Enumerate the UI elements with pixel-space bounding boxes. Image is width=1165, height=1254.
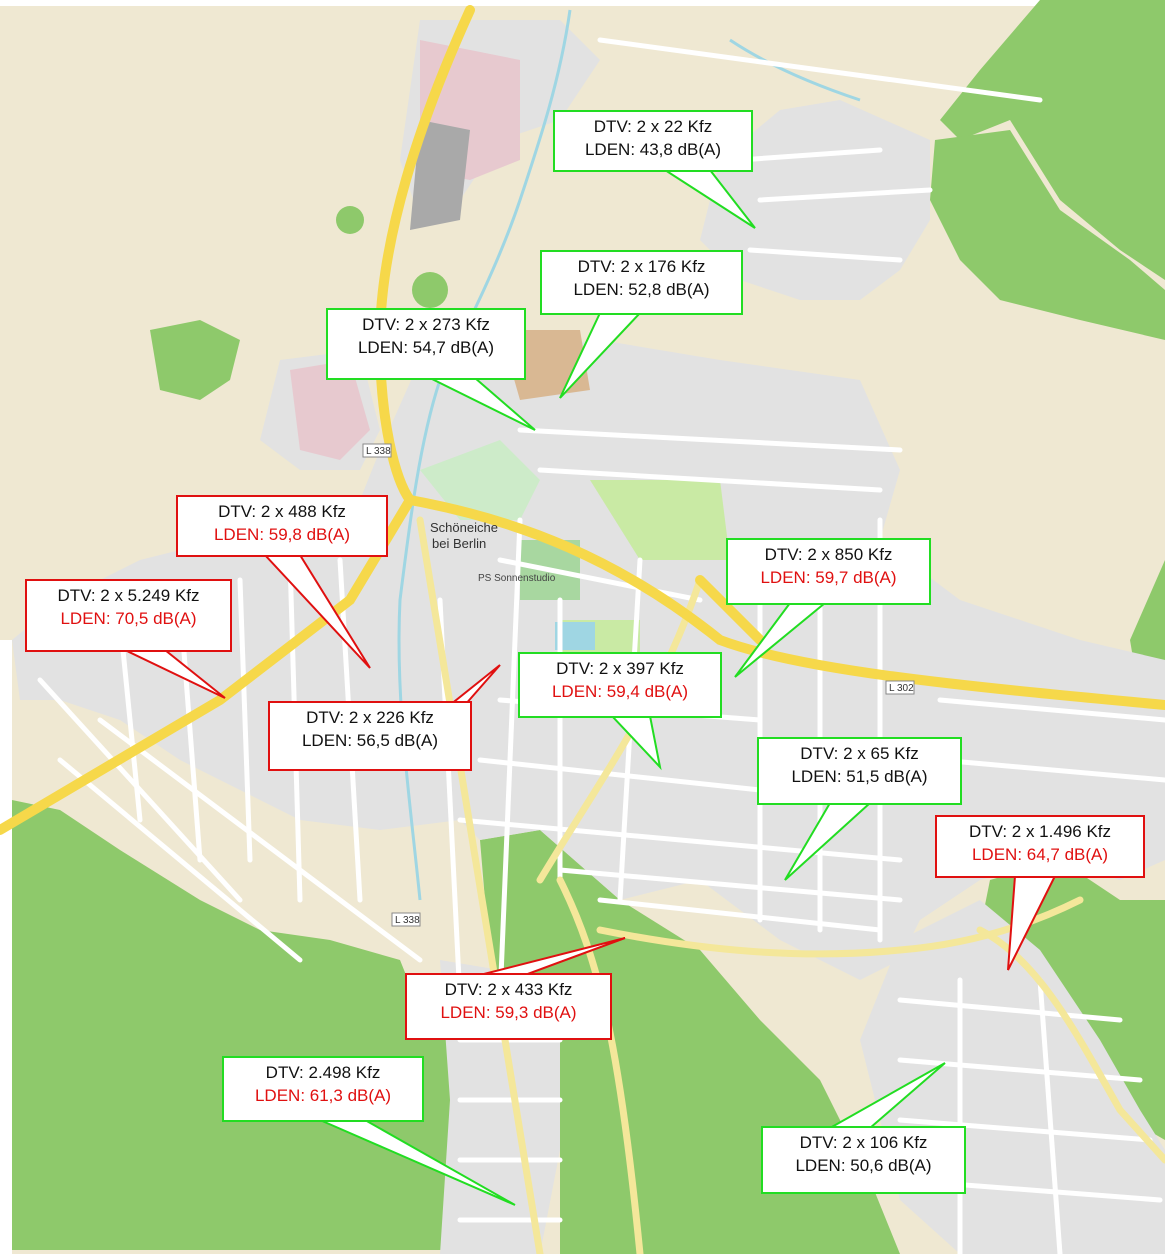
callout-c7: DTV: 2 x 397 Kfz LDEN: 59,4 dB(A) xyxy=(518,652,722,718)
white-margin-top xyxy=(0,0,1165,6)
callout-c8: DTV: 2 x 226 Kfz LDEN: 56,5 dB(A) xyxy=(268,701,472,771)
park-areas xyxy=(336,206,730,660)
road-ref-1: L 338 xyxy=(366,446,391,457)
callout-c11: DTV: 2 x 433 Kfz LDEN: 59,3 dB(A) xyxy=(405,973,612,1040)
dtv-label: DTV: 2 x 273 Kfz xyxy=(362,315,490,334)
place-label-line1: Schöneiche xyxy=(430,520,498,535)
lden-label: LDEN: 52,8 dB(A) xyxy=(573,280,710,299)
lden-label: LDEN: 51,5 dB(A) xyxy=(791,767,928,786)
lden-label: LDEN: 59,4 dB(A) xyxy=(551,682,689,701)
map-labels: Schöneiche bei Berlin PS Sonnenstudio L … xyxy=(362,443,915,927)
callout-c5: DTV: 2 x 850 Kfz LDEN: 59,7 dB(A) xyxy=(726,538,931,605)
lden-label: LDEN: 54,7 dB(A) xyxy=(357,338,495,357)
callout-c6: DTV: 2 x 5.249 Kfz LDEN: 70,5 dB(A) xyxy=(25,579,232,652)
dtv-label: DTV: 2 x 226 Kfz xyxy=(306,708,434,727)
callout-c13: DTV: 2 x 106 Kfz LDEN: 50,6 dB(A) xyxy=(761,1126,966,1194)
road-ref-2: L 302 xyxy=(889,683,914,694)
lden-label: LDEN: 59,3 dB(A) xyxy=(440,1003,577,1022)
lden-label: LDEN: 50,6 dB(A) xyxy=(795,1156,932,1175)
callout-c9: DTV: 2 x 65 Kfz LDEN: 51,5 dB(A) xyxy=(757,737,962,805)
dtv-label: DTV: 2 x 176 Kfz xyxy=(577,257,706,276)
dtv-label: DTV: 2 x 5.249 Kfz xyxy=(57,586,200,605)
callout-c2: DTV: 2 x 176 Kfz LDEN: 52,8 dB(A) xyxy=(540,250,743,315)
callout-c3: DTV: 2 x 273 Kfz LDEN: 54,7 dB(A) xyxy=(326,308,526,380)
callout-c4: DTV: 2 x 488 Kfz LDEN: 59,8 dB(A) xyxy=(176,495,388,557)
road-ref-3: L 338 xyxy=(395,915,420,926)
place-label-line2: bei Berlin xyxy=(432,536,486,551)
dtv-label: DTV: 2 x 433 Kfz xyxy=(444,980,573,999)
lden-label: LDEN: 56,5 dB(A) xyxy=(301,731,439,750)
dtv-label: DTV: 2 x 850 Kfz xyxy=(764,545,893,564)
lden-label: LDEN: 64,7 dB(A) xyxy=(971,845,1109,864)
lden-label: LDEN: 59,8 dB(A) xyxy=(213,525,351,544)
dtv-label: DTV: 2 x 1.496 Kfz xyxy=(968,822,1112,841)
road-ref-box-3 xyxy=(391,912,421,927)
dtv-label: DTV: 2.498 Kfz xyxy=(265,1063,381,1082)
road-ref-box-1 xyxy=(362,443,392,458)
white-margin-left xyxy=(0,640,12,1254)
callout-c12: DTV: 2.498 Kfz LDEN: 61,3 dB(A) xyxy=(222,1056,424,1122)
dtv-label: DTV: 2 x 397 Kfz xyxy=(556,659,684,678)
lden-label: LDEN: 59,7 dB(A) xyxy=(760,568,897,587)
lden-label: LDEN: 43,8 dB(A) xyxy=(584,140,722,159)
lden-label: LDEN: 70,5 dB(A) xyxy=(60,609,197,628)
dtv-label: DTV: 2 x 65 Kfz xyxy=(800,744,919,763)
callout-pointers xyxy=(124,169,1057,1206)
callout-c10: DTV: 2 x 1.496 Kfz LDEN: 64,7 dB(A) xyxy=(935,815,1145,878)
dtv-label: DTV: 2 x 106 Kfz xyxy=(799,1133,928,1152)
callout-c1: DTV: 2 x 22 Kfz LDEN: 43,8 dB(A) xyxy=(553,110,753,172)
dtv-label: DTV: 2 x 22 Kfz xyxy=(593,117,713,136)
poi-label: PS Sonnenstudio xyxy=(478,573,556,584)
lden-label: LDEN: 61,3 dB(A) xyxy=(254,1086,392,1105)
dtv-label: DTV: 2 x 488 Kfz xyxy=(218,502,346,521)
road-ref-box-2 xyxy=(885,680,915,695)
